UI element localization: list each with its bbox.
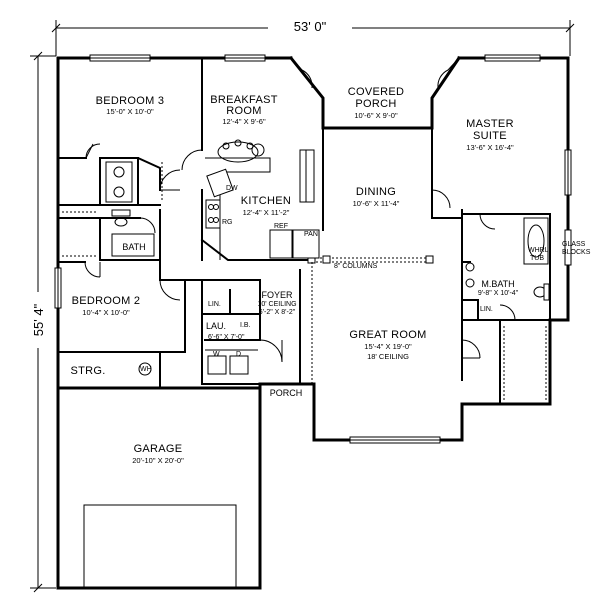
porch-name: PORCH (270, 388, 303, 398)
laundry-size: 6'-6" X 7'-0" (208, 334, 245, 341)
covered-porch-size: 10'-6" X 9'-0" (354, 111, 398, 120)
master-name-1: MASTER (466, 118, 514, 130)
whirlpool-tub-label-2: TUB (530, 255, 544, 262)
water-heater-label: WH (140, 366, 152, 373)
dryer-label: D (236, 351, 241, 358)
master-size: 13'-6" X 16'-4" (466, 143, 514, 152)
interior-walls (57, 57, 551, 405)
pantry-label: PAN (304, 231, 318, 238)
windows (54, 54, 572, 444)
annotations: DW RG REF PAN 8" COLUMNS LIN. LIN. I.B. … (140, 185, 591, 373)
dimension-depth: 55' 4" (28, 51, 56, 593)
kitchen-size: 12'-4" X 11'-2" (243, 208, 290, 217)
glass-blocks-label-1: GLASS (562, 241, 586, 248)
range-label: RG (222, 219, 233, 226)
overall-width-label: 53' 0" (294, 19, 327, 34)
garage-name: GARAGE (134, 443, 183, 455)
glass-blocks-label-2: BLOCKS (562, 249, 591, 256)
garage-size: 20'-10" X 20'-0" (132, 456, 184, 465)
breakfast-name-1: BREAKFAST (210, 94, 278, 106)
great-room-size: 15'-4" X 19'-0" (364, 342, 412, 351)
master-bath-name: M.BATH (481, 279, 514, 289)
bedroom3-size: 15'-0" X 10'-0" (106, 107, 154, 116)
master-bath-size: 9'-8" X 10'-4" (478, 290, 519, 297)
room-labels: BEDROOM 3 15'-0" X 10'-0" BREAKFAST ROOM… (70, 86, 518, 465)
kitchen-name: KITCHEN (241, 195, 291, 207)
dining-name: DINING (356, 186, 396, 198)
doors (84, 57, 516, 363)
whirlpool-tub-label-1: WHRL (528, 247, 549, 254)
covered-porch-name-2: PORCH (355, 98, 396, 110)
foyer-name: FOYER (261, 290, 293, 300)
storage-name: STRG. (70, 365, 105, 377)
bedroom3-name: BEDROOM 3 (96, 95, 165, 107)
columns-label: 8" COLUMNS (334, 263, 378, 270)
linen-mbath-label: LIN. (480, 306, 493, 313)
laundry-name: LAU. (206, 321, 226, 331)
great-room-name: GREAT ROOM (349, 329, 426, 341)
refrigerator-label: REF (274, 223, 288, 230)
washer-label: W (213, 351, 220, 358)
foyer-size: 6'-2" X 8'-2" (259, 309, 296, 316)
dimension-width: 53' 0" (51, 18, 575, 56)
breakfast-name-2: ROOM (226, 105, 261, 117)
bath-name: BATH (122, 242, 145, 252)
foyer-ceiling: 10' CEILING (257, 301, 296, 308)
covered-porch-name-1: COVERED (348, 86, 405, 98)
ironing-board-label: I.B. (240, 322, 251, 329)
bedroom2-name: BEDROOM 2 (72, 295, 141, 307)
overall-depth-label: 55' 4" (31, 303, 46, 336)
dining-size: 10'-6" X 11'-4" (353, 199, 400, 208)
bedroom2-size: 10'-4" X 10'-0" (82, 308, 130, 317)
great-room-ceiling: 18' CEILING (367, 352, 409, 361)
dishwasher-label: DW (226, 185, 238, 192)
fixtures (62, 139, 550, 590)
column-line (307, 255, 434, 384)
breakfast-size: 12'-4" X 9'-6" (222, 117, 266, 126)
master-name-2: SUITE (473, 130, 507, 142)
linen-hall-label: LIN. (208, 301, 221, 308)
